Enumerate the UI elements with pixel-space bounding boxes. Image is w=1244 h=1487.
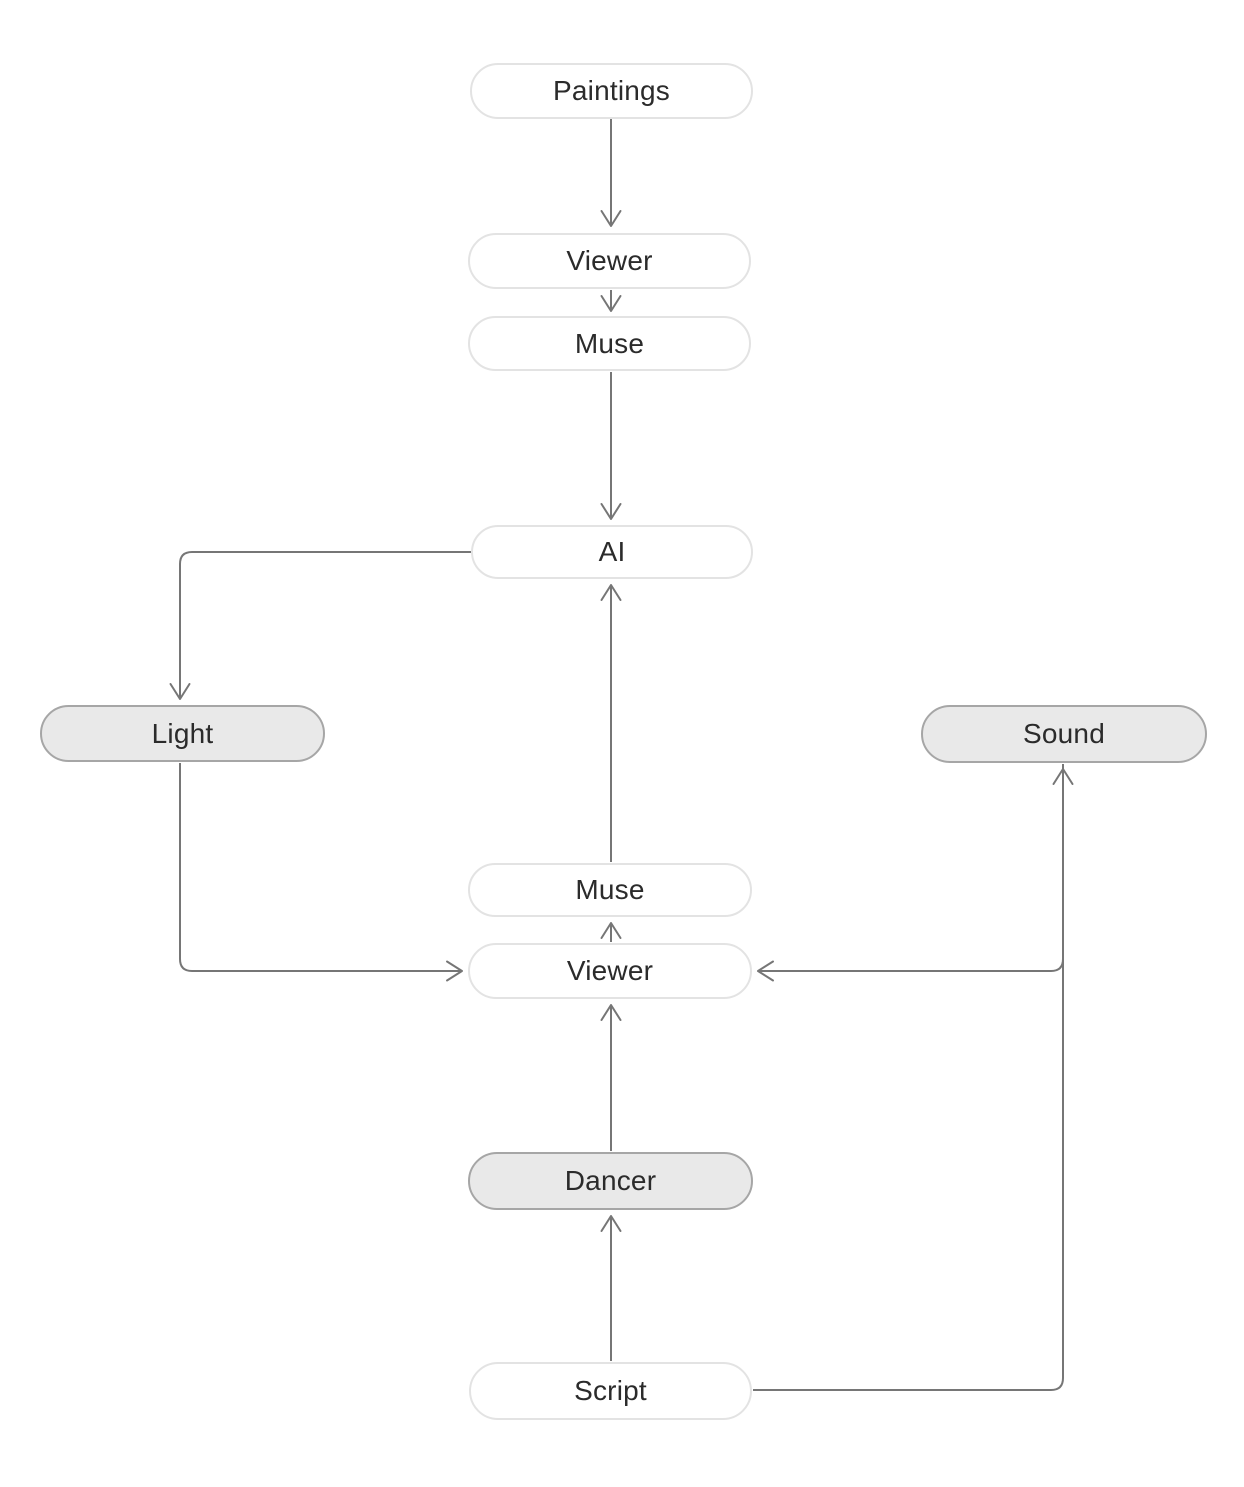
node-dancer-label: Dancer — [564, 1165, 657, 1196]
edge-ai-to-light — [169, 551, 471, 700]
node-sound-label: Sound — [1023, 718, 1105, 749]
node-muse-top: Muse — [468, 316, 751, 371]
node-viewer-mid: Viewer — [468, 943, 752, 999]
node-muse-mid: Muse — [468, 863, 752, 917]
node-viewer-mid-label: Viewer — [566, 955, 654, 986]
node-muse-mid-label: Muse — [575, 874, 645, 905]
node-muse-top-label: Muse — [574, 327, 645, 359]
node-sound: Sound — [921, 705, 1207, 763]
node-light-label: Light — [151, 717, 214, 749]
node-paintings-label: Paintings — [553, 75, 670, 106]
node-dancer: Dancer — [468, 1152, 753, 1210]
edge-script-to-sound — [753, 768, 1074, 1391]
node-script-label: Script — [574, 1375, 647, 1406]
node-paintings: Paintings — [470, 63, 753, 119]
node-script: Script — [469, 1362, 752, 1420]
node-ai: AI — [471, 525, 753, 579]
node-ai-label: AI — [598, 536, 626, 567]
node-viewer-top: Viewer — [468, 233, 751, 289]
node-viewer-top-label: Viewer — [566, 245, 653, 276]
edge-sound-to-viewer-mid — [757, 764, 1064, 982]
edge-light-to-viewer — [179, 763, 463, 982]
node-light: Light — [40, 705, 325, 762]
